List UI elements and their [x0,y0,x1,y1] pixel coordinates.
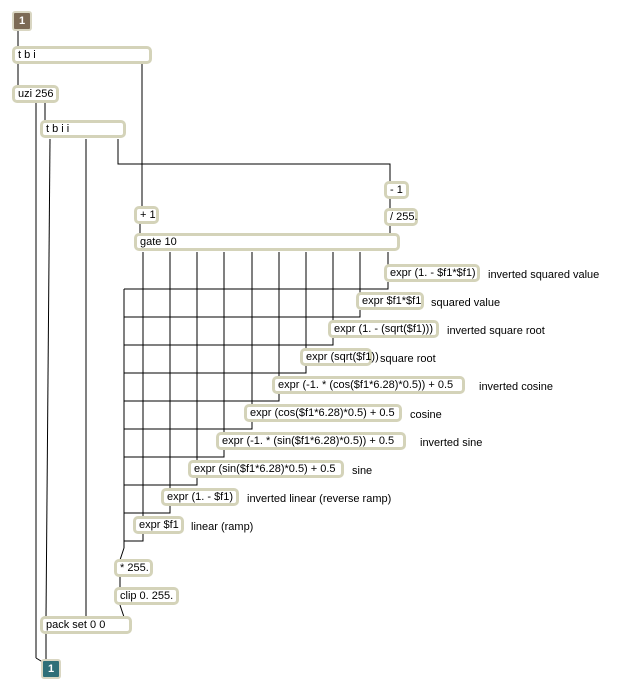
outlet-number: 1 [47,663,55,675]
object-text: expr (cos($f1*6.28)*0.5) + 0.5 [250,407,395,419]
object-text: expr $f1 [139,519,179,531]
comment-inverted-linear: inverted linear (reverse ramp) [247,493,392,505]
object-text: - 1 [390,184,403,196]
object-text: expr (1. - (sqrt($f1))) [334,323,434,335]
comment-inverted-cosine: inverted cosine [479,381,553,393]
comment-square-root: square root [380,353,436,365]
object-text: expr (-1. * (sin($f1*6.28)*0.5)) + 0.5 [222,435,395,447]
object-text: pack set 0 0 [46,619,106,631]
expr-linear[interactable]: expr $f1 [133,516,184,534]
pack-object[interactable]: pack set 0 0 [40,616,132,634]
comment-inverted-square-root: inverted square root [447,325,545,337]
comment-cosine: cosine [410,409,442,421]
trigger-bi-object[interactable]: t b i [12,46,152,64]
comment-squared: squared value [431,297,501,309]
divide-255-object[interactable]: / 255. [384,208,418,226]
comment-linear: linear (ramp) [191,521,254,533]
expr-square-root[interactable]: expr (sqrt($f1)) [300,348,379,366]
object-text: expr (sin($f1*6.28)*0.5) + 0.5 [194,463,336,475]
object-text: / 255. [390,211,418,223]
object-text: clip 0. 255. [120,590,174,602]
object-text: t b i i [46,123,70,135]
expr-inverted-sine[interactable]: expr (-1. * (sin($f1*6.28)*0.5)) + 0.5 [216,432,406,450]
object-text: + 1 [140,209,156,221]
object-text: expr (1. - $f1*$f1) [390,267,476,279]
object-text: expr $f1*$f1 [362,295,422,307]
expr-inverted-squared[interactable]: expr (1. - $f1*$f1) [384,264,480,282]
minus-one-object[interactable]: - 1 [384,181,409,199]
object-text: expr (-1. * (cos($f1*6.28)*0.5)) + 0.5 [278,379,454,391]
object-text: gate 10 [140,236,177,248]
expr-sine[interactable]: expr (sin($f1*6.28)*0.5) + 0.5 [188,460,344,478]
object-text: * 255. [120,562,149,574]
outlet-icon[interactable]: 1 [41,659,61,679]
clip-object[interactable]: clip 0. 255. [114,587,179,605]
object-text: expr (sqrt($f1)) [306,351,379,363]
comment-inverted-squared: inverted squared value [488,269,600,281]
plus-one-object[interactable]: + 1 [134,206,159,224]
expr-inverted-cosine[interactable]: expr (-1. * (cos($f1*6.28)*0.5)) + 0.5 [272,376,465,394]
trigger-bii-object[interactable]: t b i i [40,120,126,138]
expr-inverted-linear[interactable]: expr (1. - $f1) [161,488,239,506]
object-text: t b i [18,49,36,61]
uzi-object[interactable]: uzi 256 [12,85,59,103]
comment-inverted-sine: inverted sine [420,437,483,449]
gate-object[interactable]: gate 10 [134,233,400,251]
comment-sine: sine [352,465,373,477]
inlet-icon[interactable]: 1 [12,11,32,31]
object-text: uzi 256 [18,88,54,100]
expr-squared[interactable]: expr $f1*$f1 [356,292,424,310]
inlet-number: 1 [18,15,26,27]
expr-inverted-square-root[interactable]: expr (1. - (sqrt($f1))) [328,320,439,338]
expr-cosine[interactable]: expr (cos($f1*6.28)*0.5) + 0.5 [244,404,402,422]
object-text: expr (1. - $f1) [167,491,234,503]
multiply-255-object[interactable]: * 255. [114,559,153,577]
